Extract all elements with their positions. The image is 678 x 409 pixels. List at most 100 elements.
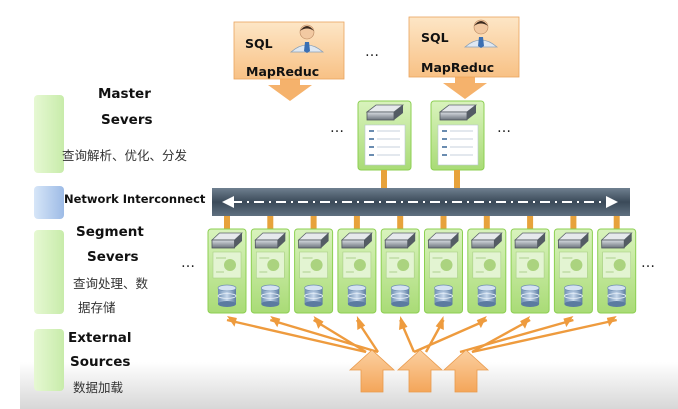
master-link (381, 170, 387, 188)
database-icon (304, 284, 324, 307)
segment-link (613, 216, 620, 229)
segment-node-10 (597, 216, 637, 314)
panel-icon (299, 251, 328, 279)
floor-shading (20, 362, 678, 409)
feed-arrow (459, 318, 574, 354)
segment-description-line1: 查询处理、数 (73, 276, 149, 291)
database-icon (564, 284, 583, 307)
client-down-arrow (268, 79, 312, 101)
panel-icon (364, 124, 406, 166)
master-title-line1: Master (98, 86, 151, 102)
server-icon (514, 232, 547, 249)
server-icon (438, 104, 478, 121)
client-box-2 (408, 16, 520, 99)
segment-ellipsis-left: … (181, 255, 196, 271)
feed-arrow-head (356, 316, 366, 331)
server-icon (470, 232, 503, 249)
segment-link (397, 216, 404, 229)
server-icon (427, 232, 460, 249)
tier-bar-segment (34, 230, 64, 314)
feed-arrow-head (435, 316, 444, 331)
panel-icon (385, 251, 415, 279)
segment-node-5 (380, 216, 420, 314)
segment-node-1 (207, 216, 247, 314)
master-node-2 (430, 100, 485, 188)
master-ellipsis-left: … (330, 120, 345, 136)
input-arrow-2 (396, 349, 444, 393)
client-1-sql-label: SQL (245, 36, 273, 51)
panel-icon (559, 251, 588, 279)
tier-bar-network (34, 186, 64, 219)
segment-node-3 (294, 216, 334, 314)
segment-node-8 (510, 216, 550, 314)
segment-node-9 (553, 216, 593, 314)
feed-arrow-head (227, 316, 237, 327)
feed-arrow (226, 318, 367, 354)
panel-icon (602, 251, 632, 279)
database-icon (520, 284, 540, 307)
panel-icon (515, 251, 545, 279)
external-description: 数据加载 (73, 380, 124, 395)
segment-ellipsis-right: … (641, 255, 656, 271)
database-icon (390, 284, 410, 307)
database-icon (434, 284, 453, 307)
server-icon (384, 232, 417, 249)
feed-arrow-head (270, 316, 281, 328)
feed-arrow-head (476, 316, 487, 329)
feed-arrow (312, 318, 367, 354)
panel-icon (472, 251, 502, 279)
client-1-mapreduce-label: MapReduc (246, 64, 320, 79)
server-icon (254, 232, 287, 249)
database-icon (217, 284, 237, 307)
database-icon (607, 284, 627, 307)
master-description: 查询解析、优化、分发 (62, 148, 188, 163)
server-icon (340, 232, 373, 249)
panel-icon (429, 251, 458, 279)
panel-icon (212, 251, 242, 279)
segment-link (353, 216, 360, 229)
client-ellipsis: … (365, 44, 380, 60)
segment-node-6 (424, 216, 463, 314)
input-arrow-3 (442, 349, 490, 393)
database-icon (260, 284, 280, 307)
segment-node-4 (337, 216, 377, 314)
segment-link (570, 216, 577, 229)
server-icon (600, 232, 633, 249)
segment-link (440, 216, 447, 229)
client-box-1 (233, 21, 345, 101)
client-down-arrow (443, 77, 487, 99)
user-icon (289, 24, 325, 53)
segment-link (527, 216, 534, 229)
network-label: Network Interconnect (64, 192, 206, 206)
feed-arrow (269, 318, 379, 354)
feed-arrow-head (313, 316, 324, 329)
feed-arrow-head (563, 316, 574, 328)
panel-icon (342, 251, 372, 279)
master-ellipsis-right: … (497, 120, 512, 136)
segment-link (310, 216, 317, 229)
feed-arrow-head (606, 316, 617, 327)
master-node-1 (357, 100, 412, 188)
client-2-sql-label: SQL (421, 30, 449, 45)
master-link (454, 170, 460, 188)
segment-node-2 (250, 216, 290, 314)
external-title-line2: Sources (70, 354, 131, 370)
master-title-line2: Severs (101, 112, 153, 128)
panel-icon (437, 124, 479, 166)
segment-description-line2: 据存储 (78, 300, 116, 315)
segment-node-7 (467, 216, 507, 314)
panel-icon (255, 251, 285, 279)
server-icon (557, 232, 590, 249)
user-icon (463, 19, 499, 48)
feed-arrow (471, 318, 617, 354)
database-icon (477, 284, 497, 307)
external-title-line1: External (68, 330, 132, 346)
client-2-mapreduce-label: MapReduc (421, 60, 495, 75)
network-band (212, 188, 630, 216)
server-icon (365, 104, 405, 121)
input-arrow-1 (348, 349, 396, 393)
tier-bar-external (34, 329, 64, 391)
tier-bar-master (34, 95, 64, 173)
segment-title-line2: Severs (87, 249, 139, 265)
